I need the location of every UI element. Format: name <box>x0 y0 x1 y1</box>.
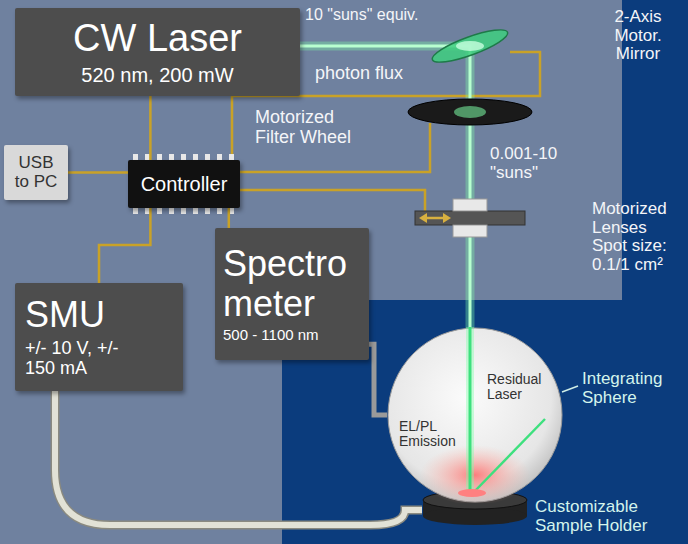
filter-wheel <box>408 99 532 125</box>
sphere-outline <box>387 327 563 503</box>
wire-connector <box>228 208 231 228</box>
beam-note: 0.001-10 "suns" <box>490 145 570 182</box>
node-title: CW Laser <box>73 18 242 60</box>
wire-connector <box>68 171 128 174</box>
mirror-spot <box>456 41 484 51</box>
component-label: Motorized Filter Wheel <box>255 108 370 148</box>
chip-pin <box>205 208 210 214</box>
node-detail: 520 nm, 200 mW <box>81 64 233 86</box>
lens-rail <box>415 211 525 225</box>
wire-connector <box>99 208 150 283</box>
beam-glow <box>466 327 474 493</box>
arrow-head <box>443 213 451 223</box>
chip-pin <box>169 208 174 214</box>
chip-pin <box>193 208 198 214</box>
emission-glow <box>420 445 530 503</box>
component-label: Integrating Sphere <box>582 370 682 407</box>
filter-glow <box>454 106 486 118</box>
sample-spot <box>458 489 486 497</box>
chip-pin <box>181 208 186 214</box>
lens-holder <box>453 225 487 237</box>
node-detail: 500 - 1100 nm <box>223 327 319 344</box>
arrow-head <box>419 213 427 223</box>
node-detail: EL/PL Emission <box>399 419 461 450</box>
cable-outline <box>55 384 422 525</box>
controller-chip: Controller <box>128 160 240 208</box>
motion-arrow <box>424 217 446 220</box>
laser-box: CW Laser 520 nm, 200 mW <box>15 8 300 96</box>
control-wire <box>240 190 425 211</box>
integrating-sphere: Residual LaserEL/PL Emission <box>387 327 563 503</box>
component-label: Customizable Sample Holder <box>535 498 675 535</box>
lens-holder <box>453 199 487 211</box>
beam-note: 10 "suns" equiv. <box>305 6 418 24</box>
leader-line <box>562 386 578 392</box>
wire-connector <box>149 96 152 160</box>
spectrometer-box: Spectro meter 500 - 1100 nm <box>215 228 369 360</box>
mirror <box>429 24 510 68</box>
wire-connector <box>369 344 387 415</box>
chip-pin <box>217 208 222 214</box>
beam-note: photon flux <box>315 64 403 84</box>
residual-beam <box>473 419 545 493</box>
chip-pin <box>157 208 162 214</box>
node-title: USB to PC <box>13 154 59 191</box>
panel-ground <box>0 0 622 544</box>
usb-box: USB to PC <box>4 145 68 200</box>
component-label: Motorized Lenses Spot size: 0.1/1 cm² <box>592 200 676 275</box>
sample-holder-base <box>423 507 527 525</box>
node-title: SMU <box>25 295 105 335</box>
node-title: Spectro meter <box>223 244 357 323</box>
node-detail: +/- 10 V, +/- 150 mA <box>25 339 135 379</box>
smu-box: SMU+/- 10 V, +/- 150 mA <box>15 283 183 391</box>
smu-cable <box>55 384 422 525</box>
node-title: Controller <box>141 173 228 195</box>
component-label: 2-Axis Motor. Mirror <box>600 8 676 64</box>
laser-beam <box>469 327 472 493</box>
node-title: Residual Laser <box>487 372 549 403</box>
chip-pin <box>133 208 138 214</box>
